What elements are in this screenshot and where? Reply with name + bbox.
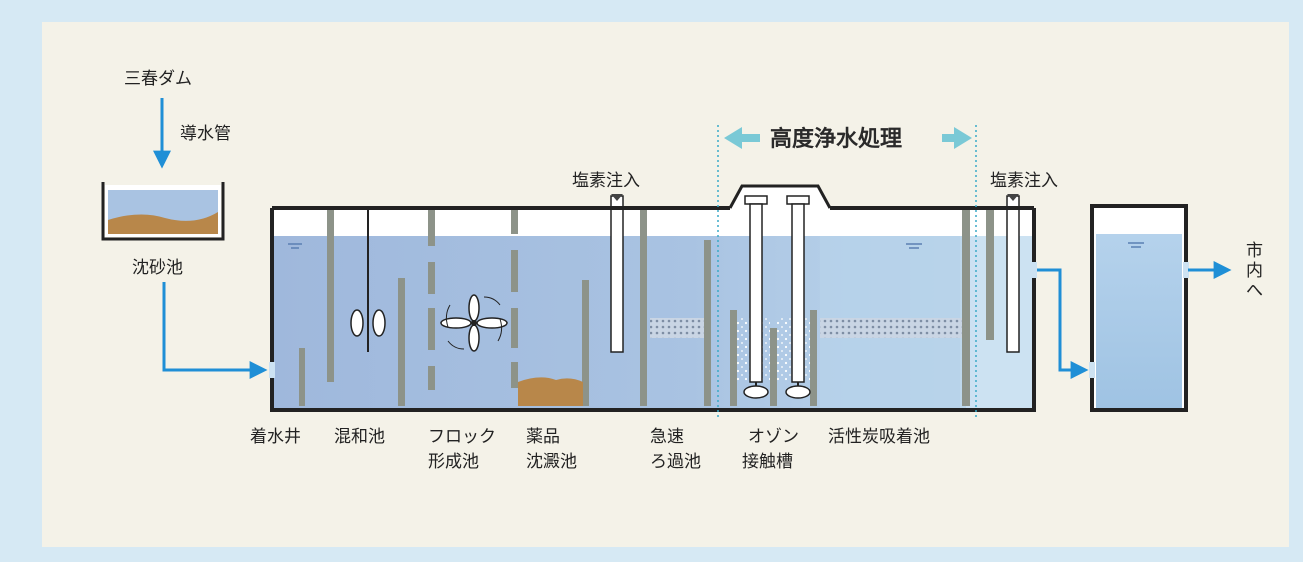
source-label: 三春ダム [124, 69, 192, 89]
stage-label-rapid-filter-2: ろ過池 [650, 452, 701, 472]
distribution-reservoir [1089, 204, 1189, 412]
mixer-icon [350, 210, 386, 352]
inflow-arrow [162, 282, 268, 379]
stage-label-activated-carbon: 活性炭吸着池 [828, 427, 930, 447]
chlorine-pipe-2 [1006, 194, 1020, 353]
stage-label-ozone-1: オゾン [748, 427, 799, 447]
advanced-treatment-arrow [724, 123, 972, 153]
outflow-label: 市内へ [1246, 241, 1263, 301]
stage-label-sedimentation-1: 薬品 [526, 427, 560, 447]
chlorine-pipe-1 [610, 194, 624, 353]
settling-basin-label: 沈砂池 [132, 258, 183, 278]
advanced-treatment-label: 高度浄水処理 [770, 126, 902, 152]
stage-label-mixing-basin: 混和池 [334, 427, 385, 447]
chlorine-injection-label-1: 塩素注入 [572, 171, 640, 191]
stage-label-sedimentation-2: 沈澱池 [526, 452, 577, 472]
main-tank-outline [270, 208, 1036, 412]
ozone-generator [728, 184, 832, 399]
stage-label-flocculation-1: フロック [428, 427, 496, 447]
stage-label-receiving-well: 着水井 [250, 427, 301, 447]
rapid-filter-media [650, 318, 704, 338]
carbon-filter-media [820, 318, 962, 338]
stage-label-ozone-2: 接触槽 [742, 452, 793, 472]
sediment [518, 377, 583, 406]
transfer-arrow [1036, 268, 1089, 379]
main-tank [272, 208, 1034, 410]
stage-label-flocculation-2: 形成池 [428, 452, 479, 472]
stage-label-rapid-filter-1: 急速 [650, 427, 684, 447]
propeller-icon [440, 294, 508, 352]
settling-basin [101, 182, 225, 241]
conduit-label: 導水管 [180, 124, 231, 144]
outflow-label-text: 市内へ [1246, 241, 1263, 301]
chlorine-injection-label-2: 塩素注入 [990, 171, 1058, 191]
